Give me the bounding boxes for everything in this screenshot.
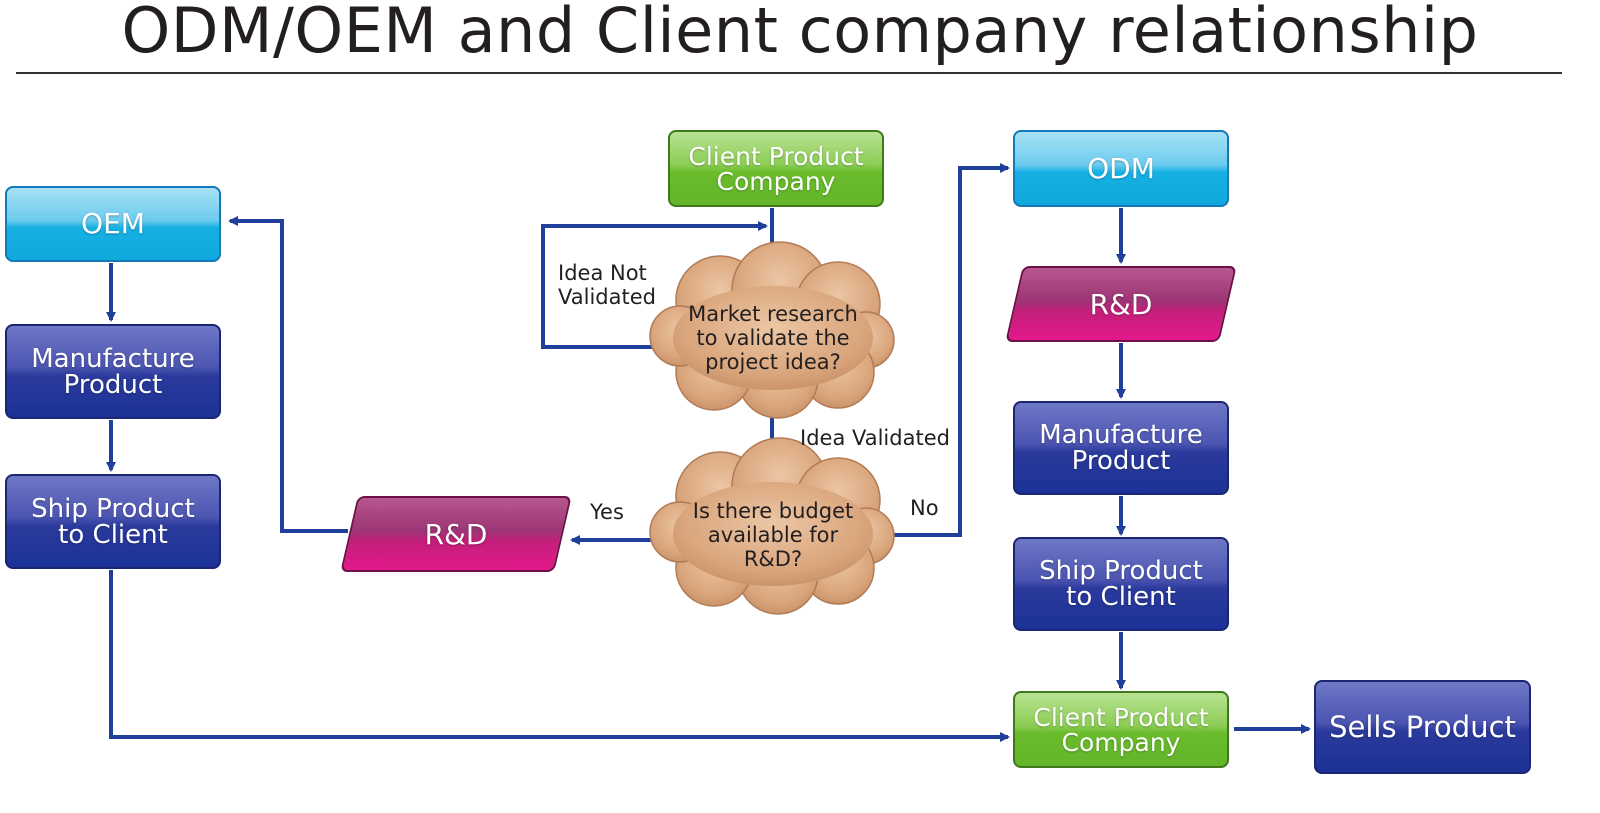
sells-product-box: Sells Product — [1314, 680, 1531, 774]
idea-not-validated-line-2: Validated — [558, 285, 656, 310]
client-bottom-line-1: Client Product — [1033, 702, 1209, 732]
arrow-budget-to-odm — [893, 163, 1010, 537]
oem-manufacture-line-1: Manufacture — [31, 343, 195, 374]
rnd-left-box: R&D — [340, 496, 572, 572]
oem-label: OEM — [81, 207, 145, 240]
budget-line-1: Is there budget — [692, 499, 854, 523]
budget-cloud — [649, 437, 895, 615]
oem-ship-line-2: to Client — [58, 519, 168, 550]
idea-not-validated-line-1: Idea Not — [558, 261, 647, 285]
rnd-right-box: R&D — [1005, 266, 1237, 342]
page-title: ODM/OEM and Client company relationship — [121, 0, 1479, 67]
odm-ship-line-1: Ship Product — [1039, 556, 1203, 586]
no-label: No — [910, 496, 939, 520]
oem-box: OEM — [5, 186, 221, 262]
odm-box: ODM — [1013, 130, 1229, 207]
market-research-line-1: Market research — [688, 302, 858, 326]
title-divider — [16, 72, 1562, 74]
odm-label: ODM — [1087, 151, 1155, 185]
budget-question-text: Is there budget available for R&D? — [663, 499, 883, 571]
odm-ship-product-box: Ship Product to Client — [1013, 537, 1229, 631]
client-top-line-1: Client Product — [688, 141, 864, 171]
market-research-cloud — [649, 241, 895, 419]
odm-manufacture-line-2: Product — [1071, 446, 1171, 476]
odm-ship-line-2: to Client — [1066, 582, 1176, 612]
sells-product-label: Sells Product — [1329, 709, 1516, 744]
rnd-left-label: R&D — [424, 517, 488, 551]
yes-label: Yes — [590, 500, 624, 524]
rnd-right-label: R&D — [1089, 287, 1153, 321]
idea-validated-label: Idea Validated — [800, 426, 950, 450]
market-research-line-2: to validate the — [696, 326, 850, 351]
client-top-line-2: Company — [716, 166, 836, 196]
client-product-company-bottom: Client Product Company — [1013, 691, 1229, 768]
odm-manufacture-line-1: Manufacture — [1039, 420, 1203, 450]
oem-manufacture-line-2: Product — [63, 369, 163, 400]
arrow-oem-ship-to-client — [109, 570, 1010, 742]
odm-manufacture-product-box: Manufacture Product — [1013, 401, 1229, 495]
client-bottom-line-2: Company — [1061, 727, 1181, 757]
market-research-line-3: project idea? — [705, 350, 841, 375]
arrow-not-validated-loop — [541, 221, 768, 349]
oem-manufacture-product-box: Manufacture Product — [5, 324, 221, 419]
budget-line-3: R&D? — [743, 547, 803, 572]
market-research-text: Market research to validate the project … — [663, 302, 883, 374]
oem-ship-product-box: Ship Product to Client — [5, 474, 221, 569]
idea-not-validated-label: Idea Not Validated — [558, 261, 656, 309]
arrow-rnd-left-to-oem — [228, 216, 348, 533]
budget-line-2: available for — [707, 523, 839, 548]
client-product-company-top: Client Product Company — [668, 130, 884, 207]
oem-ship-line-1: Ship Product — [31, 493, 195, 524]
